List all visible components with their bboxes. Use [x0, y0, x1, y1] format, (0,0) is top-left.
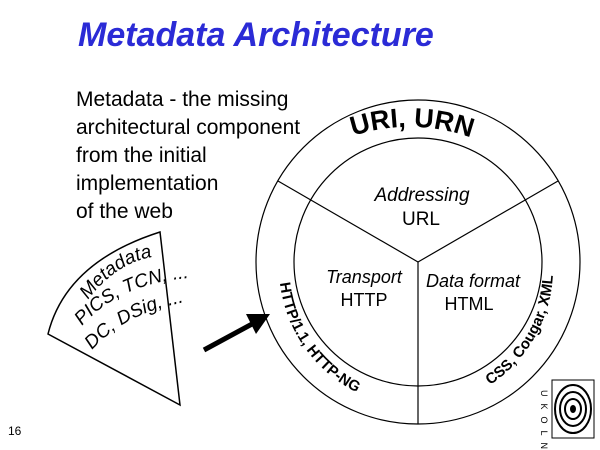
intro-line: implementation — [76, 172, 219, 195]
spoke-left — [277, 180, 419, 263]
arrow-shaft — [202, 320, 256, 353]
intro-line: from the initial — [76, 144, 207, 167]
ukoln-logo: UKOLN — [539, 379, 595, 450]
spoke-right — [417, 180, 559, 263]
page-number: 16 — [8, 424, 22, 438]
ukoln-logo-icon — [551, 379, 595, 439]
data-format-label: Data format — [426, 271, 521, 291]
right-arc-label: CSS, Cougar, XML — [482, 274, 556, 388]
ukoln-logo-text: UKOLN — [539, 390, 549, 450]
intro-line: architectural component — [76, 116, 301, 139]
http-label: HTTP — [341, 290, 388, 310]
html-label: HTML — [445, 294, 494, 314]
transport-label: Transport — [326, 267, 403, 287]
slide-title: Metadata Architecture — [78, 16, 434, 54]
addressing-label: Addressing — [373, 185, 469, 206]
url-label: URL — [402, 209, 440, 230]
intro-text: Metadata - the missing architectural com… — [76, 86, 300, 226]
arrow-head — [246, 314, 270, 334]
intro-line: Metadata - the missing — [76, 88, 289, 111]
metadata-wedge — [47, 231, 181, 407]
intro-line: of the web — [76, 200, 173, 223]
